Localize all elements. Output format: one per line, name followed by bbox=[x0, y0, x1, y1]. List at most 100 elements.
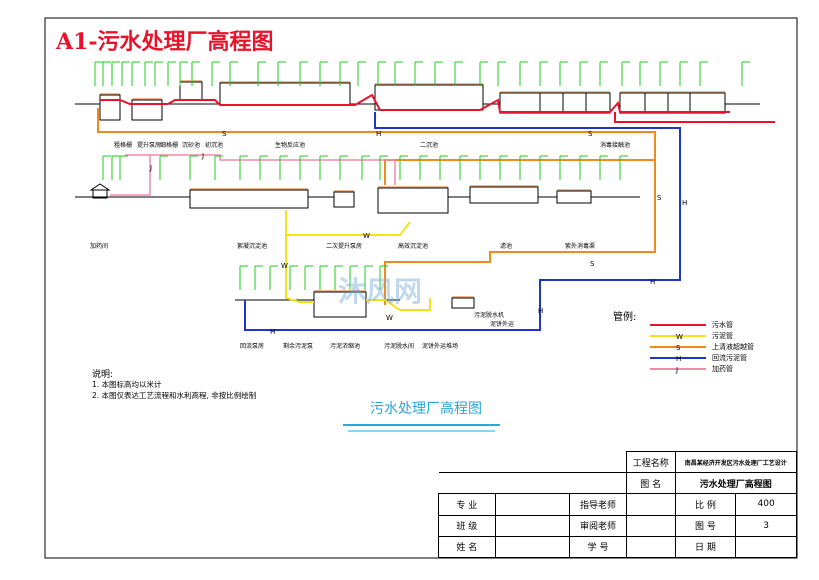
project-name-value: 南昌某经济开发区污水处理厂工艺设计 bbox=[674, 450, 798, 474]
label-cake-yard: 泥饼外运堆场 bbox=[422, 343, 459, 350]
label-cake-out: 泥饼外运 bbox=[490, 321, 515, 328]
sludge-pipe-2 bbox=[285, 235, 314, 303]
sludge-pipe-3 bbox=[366, 298, 431, 311]
marker-j2: J bbox=[201, 152, 204, 160]
tb-row3-c: 学 号 bbox=[569, 535, 627, 559]
label-dosing-house: 加药间 bbox=[90, 243, 109, 250]
tb-row1-f: 400 bbox=[735, 493, 797, 516]
center-title: 污水处理厂高程图 bbox=[370, 401, 482, 417]
tank-floc-ground bbox=[190, 188, 308, 190]
legend-label-sewage: 污水管 bbox=[712, 321, 733, 329]
fine-screen-box bbox=[179, 81, 203, 101]
tb-row1-b bbox=[494, 493, 571, 516]
drawing-name-value: 污水处理厂高程图 bbox=[674, 472, 798, 495]
tank-disinfection-ground bbox=[620, 91, 725, 93]
tb-row1-e: 比 例 bbox=[674, 493, 737, 516]
marker-w1: W bbox=[363, 232, 370, 240]
tank-bio-ground bbox=[375, 83, 483, 85]
legend-code-1: W bbox=[676, 333, 683, 341]
title-block: 工程名称 南昌某经济开发区污水处理厂工艺设计 图 名 污水处理厂高程图 专 业 … bbox=[438, 450, 798, 559]
marker-s4: S bbox=[590, 260, 595, 268]
legend-code-4: J bbox=[675, 366, 678, 374]
tank-filter-ground bbox=[470, 185, 538, 187]
tank-uv-ground bbox=[557, 189, 591, 191]
note-line-2: 2. 本图仅表达工艺流程和水利高程, 非按比例绘制 bbox=[92, 391, 257, 400]
legend-label-return: 回流污泥管 bbox=[712, 354, 747, 362]
label-bioreactor: 生物反应池 bbox=[275, 142, 306, 149]
label-disinfection: 消毒接触池 bbox=[600, 142, 631, 149]
tb-row1-c: 指导老师 bbox=[569, 493, 627, 516]
tank-bio bbox=[374, 84, 484, 111]
sewage-outfall bbox=[614, 112, 775, 123]
marker-s1: S bbox=[222, 130, 227, 138]
dewater-machine-ground bbox=[452, 296, 474, 298]
marker-h1: H bbox=[376, 130, 381, 138]
water-level-markers bbox=[94, 61, 750, 290]
label-filter: 滤池 bbox=[500, 243, 513, 250]
label-hi-rate-settler: 高效沉淀池 bbox=[398, 243, 429, 250]
legend-label-supernatant: 上清液超越管 bbox=[712, 343, 754, 351]
dosing-pipe-2 bbox=[110, 155, 151, 196]
tank-thickener bbox=[313, 291, 367, 318]
label-dewatering: 污泥脱水间 bbox=[384, 343, 415, 350]
marker-h2: H bbox=[682, 199, 687, 207]
legend-heading: 管例: bbox=[613, 312, 637, 323]
marker-w3: W bbox=[386, 314, 393, 322]
marker-h3: H bbox=[650, 278, 655, 286]
tb-row2-e: 图 号 bbox=[674, 514, 737, 537]
process-structures bbox=[75, 80, 760, 318]
screen-box-ground bbox=[100, 93, 120, 95]
tank-secondary-ground bbox=[500, 91, 610, 93]
label-return-pump: 回流泵房 bbox=[240, 343, 265, 350]
label-dewater-machine: 污泥脱水机 bbox=[474, 312, 505, 319]
tank-filter bbox=[469, 186, 539, 204]
label-grit-chamber: 沉砂池 bbox=[182, 142, 201, 149]
tb-row3-e: 日 期 bbox=[674, 535, 737, 559]
tank-disinfection bbox=[619, 92, 726, 114]
label-lift-pump: 提升泵房 bbox=[137, 142, 162, 149]
notes-heading: 说明: bbox=[92, 370, 114, 380]
label-primary-clarifier: 初沉池 bbox=[205, 142, 224, 149]
sludge-pipe-1 bbox=[285, 210, 411, 236]
dosing-house-roof bbox=[89, 183, 111, 191]
marker-s3: S bbox=[657, 194, 662, 202]
fine-screen-box-ground bbox=[180, 80, 202, 82]
legend-code-3: H bbox=[676, 355, 681, 363]
marker-h5: H bbox=[270, 328, 275, 336]
pump-box bbox=[131, 99, 163, 121]
tb-row2-d bbox=[625, 514, 676, 537]
tb-row3-a: 姓 名 bbox=[438, 535, 496, 559]
drawing-border bbox=[44, 17, 798, 559]
watermark: 沐风网 bbox=[338, 275, 423, 308]
label-second-lift: 二次提升泵房 bbox=[326, 243, 363, 250]
tb-row2-f: 3 bbox=[735, 514, 797, 537]
project-name-label: 工程名称 bbox=[625, 450, 676, 474]
marker-w2: W bbox=[281, 262, 288, 270]
legend-label-dosing: 加药管 bbox=[712, 365, 733, 373]
screen-box bbox=[99, 94, 121, 121]
tb-row2-a: 班 级 bbox=[438, 514, 496, 537]
tank-hirate bbox=[377, 187, 449, 214]
tank-floc bbox=[189, 189, 309, 209]
dosing-house bbox=[92, 189, 108, 199]
sewage-main-row1 bbox=[100, 93, 730, 113]
tb-row1-d bbox=[625, 493, 676, 516]
tank-lift2-ground bbox=[334, 190, 354, 192]
tb-row2-c: 审阅老师 bbox=[569, 514, 627, 537]
label-secondary-clarifier: 二沉池 bbox=[420, 142, 439, 149]
label-thickener: 污泥浓缩池 bbox=[330, 343, 361, 350]
dosing-pipe bbox=[125, 154, 396, 185]
legend-code-2: S bbox=[676, 344, 681, 352]
dewater-machine bbox=[451, 297, 475, 309]
label-uv-channel: 紫外消毒渠 bbox=[565, 243, 596, 250]
tb-row3-d bbox=[625, 535, 676, 559]
tb-row1-a: 专 业 bbox=[438, 493, 496, 516]
drawing-title: A1-污水处理厂高程图 bbox=[56, 29, 274, 55]
legend-label-sludge: 污泥管 bbox=[712, 332, 733, 340]
return-sludge-pipe bbox=[244, 112, 681, 331]
label-fine-screen: 细格栅 bbox=[160, 142, 179, 149]
tank-lift2 bbox=[333, 191, 355, 208]
drawing-name-label: 图 名 bbox=[625, 472, 676, 495]
